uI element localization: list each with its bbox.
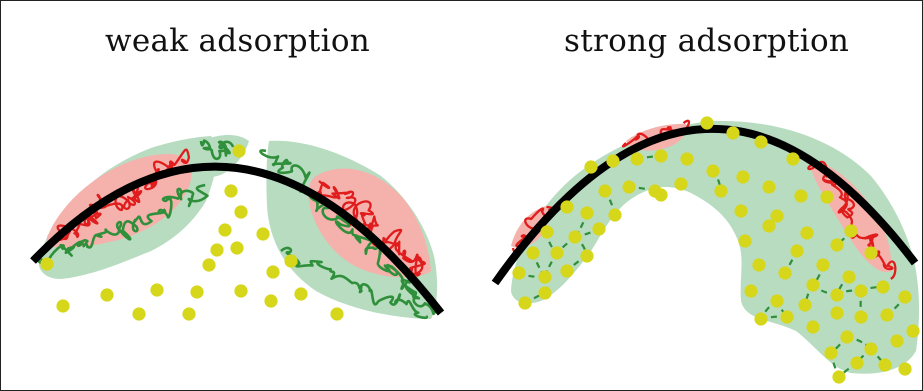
yellow-dot-icon xyxy=(560,200,573,213)
yellow-dot-icon xyxy=(816,258,829,271)
yellow-dot-icon xyxy=(40,257,53,270)
yellow-dot-icon xyxy=(752,258,765,271)
yellow-dot-icon xyxy=(568,230,581,243)
yellow-dot-icon xyxy=(294,287,307,300)
yellow-dot-icon xyxy=(738,234,751,247)
yellow-dot-icon xyxy=(202,258,215,271)
yellow-dot-icon xyxy=(898,362,911,375)
yellow-dot-icon xyxy=(190,285,203,298)
yellow-dot-icon xyxy=(580,249,593,262)
yellow-dot-icon xyxy=(526,246,539,259)
yellow-dot-icon xyxy=(622,180,635,193)
yellow-dot-icon xyxy=(830,306,843,319)
yellow-dot-icon xyxy=(182,307,195,320)
yellow-dot-icon xyxy=(734,204,747,217)
yellow-dot-icon xyxy=(762,219,775,232)
yellow-dot-icon xyxy=(538,270,551,283)
yellow-dot-icon xyxy=(726,126,739,139)
yellow-dot-icon xyxy=(598,184,611,197)
yellow-dot-icon xyxy=(540,225,553,238)
yellow-dot-icon xyxy=(876,280,889,293)
yellow-dot-icon xyxy=(700,116,713,129)
yellow-dot-icon xyxy=(210,243,223,256)
yellow-dot-icon xyxy=(518,296,531,309)
yellow-dot-icon xyxy=(266,265,279,278)
yellow-dot-icon xyxy=(714,184,727,197)
yellow-dot-icon xyxy=(878,358,891,371)
yellow-dot-icon xyxy=(330,307,343,320)
yellow-dot-icon xyxy=(842,270,855,283)
yellow-dot-icon xyxy=(906,324,919,337)
yellow-dot-icon xyxy=(864,246,877,259)
yellow-dot-icon xyxy=(798,298,811,311)
yellow-dot-icon xyxy=(630,152,643,165)
yellow-dot-icon xyxy=(706,164,719,177)
yellow-dot-icon xyxy=(512,266,525,279)
yellow-dot-icon xyxy=(256,227,269,240)
yellow-dot-icon xyxy=(56,299,69,312)
yellow-dot-icon xyxy=(538,286,551,299)
yellow-dot-icon xyxy=(830,238,843,251)
yellow-dot-icon xyxy=(654,188,667,201)
yellow-dot-icon xyxy=(820,190,833,203)
yellow-dot-icon xyxy=(832,370,845,383)
yellow-dot-icon xyxy=(592,222,605,235)
yellow-dot-icon xyxy=(806,278,819,291)
yellow-dot-icon xyxy=(794,189,807,202)
yellow-dot-icon xyxy=(790,244,803,257)
yellow-dot-icon xyxy=(736,170,749,183)
yellow-dot-icon xyxy=(550,246,563,259)
strong-adsorption-panel xyxy=(495,116,920,383)
yellow-dot-icon xyxy=(800,226,813,239)
yellow-dot-icon xyxy=(754,312,767,325)
yellow-dot-icon xyxy=(830,288,843,301)
yellow-dot-icon xyxy=(850,356,863,369)
yellow-dot-icon xyxy=(608,208,621,221)
yellow-dot-icon xyxy=(854,284,867,297)
yellow-dot-icon xyxy=(150,283,163,296)
yellow-dot-icon xyxy=(854,310,867,323)
yellow-dot-icon xyxy=(264,294,277,307)
yellow-dot-icon xyxy=(232,144,245,157)
yellow-dot-icon xyxy=(880,308,893,321)
yellow-dot-icon xyxy=(606,154,619,167)
yellow-dot-icon xyxy=(674,177,687,190)
yellow-dot-icon xyxy=(234,284,247,297)
yellow-dot-icon xyxy=(806,320,819,333)
yellow-dot-icon xyxy=(840,330,853,343)
yellow-dot-icon xyxy=(778,266,791,279)
yellow-dot-icon xyxy=(898,290,911,303)
yellow-dot-icon xyxy=(584,160,597,173)
yellow-dot-icon xyxy=(824,346,837,359)
yellow-dot-icon xyxy=(284,254,297,267)
yellow-dot-icon xyxy=(224,184,237,197)
yellow-dot-icon xyxy=(754,135,767,148)
yellow-dot-icon xyxy=(230,241,243,254)
yellow-dot-icon xyxy=(100,288,113,301)
yellow-dot-icon xyxy=(770,294,783,307)
yellow-dot-icon xyxy=(890,334,903,347)
yellow-dot-icon xyxy=(234,205,247,218)
yellow-dot-icon xyxy=(844,224,857,237)
yellow-dot-icon xyxy=(680,152,693,165)
yellow-dot-icon xyxy=(218,223,231,236)
yellow-dot-icon xyxy=(744,284,757,297)
yellow-dot-icon xyxy=(762,180,775,193)
yellow-dot-icon xyxy=(864,342,877,355)
yellow-dot-icon xyxy=(580,206,593,219)
yellow-dot-icon xyxy=(654,149,667,162)
yellow-dot-icon xyxy=(132,307,145,320)
yellow-dot-icon xyxy=(560,264,573,277)
weak-adsorption-panel xyxy=(33,135,441,321)
yellow-dot-icon xyxy=(780,310,793,323)
yellow-dot-icon xyxy=(786,152,799,165)
